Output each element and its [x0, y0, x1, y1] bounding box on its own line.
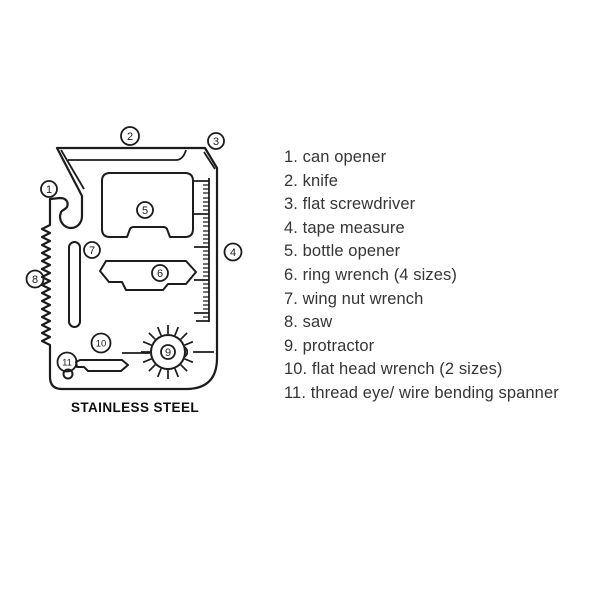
callout-number: 6 [157, 268, 163, 280]
caption-stainless-steel: STAINLESS STEEL [70, 400, 199, 415]
callout-number: 10 [96, 338, 107, 349]
callout-number: 9 [165, 347, 171, 359]
callout-7: 7 [83, 241, 101, 259]
callout-1: 1 [40, 180, 58, 198]
callout-3: 3 [207, 132, 225, 150]
callout-circle [25, 269, 45, 289]
callout-5: 5 [136, 201, 154, 219]
bottle-opener-cutout [101, 172, 194, 238]
callout-circle [83, 241, 101, 259]
parts-legend: 1. can opener 2. knife 3. flat screwdriv… [284, 146, 584, 406]
screwdriver-bevel-line [203, 151, 216, 170]
legend-item-thread-eye: 11. thread eye/ wire bending spanner [284, 383, 559, 402]
wing-nut-slot [68, 241, 81, 328]
legend-item-flat-screwdriver: 3. flat screwdriver [284, 195, 416, 214]
ring-wrench-cutout [99, 260, 197, 291]
legend-item-saw: 8. saw [284, 313, 333, 332]
legend-item-tape-measure: 4. tape measure [284, 218, 405, 237]
callout-circle [56, 351, 78, 373]
protractor-circle [150, 334, 186, 370]
knife-edge-line [68, 149, 187, 161]
callout-4: 4 [223, 242, 243, 262]
legend-item-ring-wrench: 6. ring wrench (4 sizes) [284, 265, 457, 284]
callout-circle [151, 264, 169, 282]
callout-circle [160, 344, 176, 360]
callout-number: 1 [46, 184, 52, 196]
callout-6: 6 [151, 264, 169, 282]
ruler-small-ticks [203, 184, 209, 318]
callout-circle [120, 126, 140, 146]
callout-number: 4 [230, 247, 236, 259]
thread-eye-hole [62, 368, 74, 380]
protractor-rays [141, 325, 194, 379]
legend-item-protractor: 9. protractor [284, 336, 375, 355]
callout-circle [207, 132, 225, 150]
callout-2: 2 [120, 126, 140, 146]
legend-item-bottle-opener: 5. bottle opener [284, 242, 401, 261]
flat-head-wrench-slot [75, 359, 129, 372]
callout-number: 2 [127, 131, 133, 143]
callout-number: 8 [32, 274, 38, 286]
callout-11: 11 [56, 351, 78, 373]
callout-10: 10 [90, 332, 112, 354]
callout-circle [40, 180, 58, 198]
legend-item-flat-head-wrench: 10. flat head wrench (2 sizes) [284, 360, 503, 379]
callout-circle [223, 242, 243, 262]
callout-circle [136, 201, 154, 219]
legend-item-wing-nut-wrench: 7. wing nut wrench [284, 289, 424, 308]
callout-number: 11 [62, 357, 72, 368]
callout-number: 3 [213, 136, 219, 148]
knife-bevel-diagonal [60, 149, 85, 190]
callout-9: 9 [160, 344, 176, 360]
legend-item-can-opener: 1. can opener [284, 148, 387, 166]
legend-item-knife: 2. knife [284, 171, 338, 190]
card-outline [40, 146, 219, 391]
callout-number: 5 [142, 205, 148, 217]
callout-number: 7 [89, 245, 95, 257]
callout-8: 8 [25, 269, 45, 289]
callout-circle [90, 332, 112, 354]
ruler-spine-and-long-ticks [194, 178, 210, 322]
